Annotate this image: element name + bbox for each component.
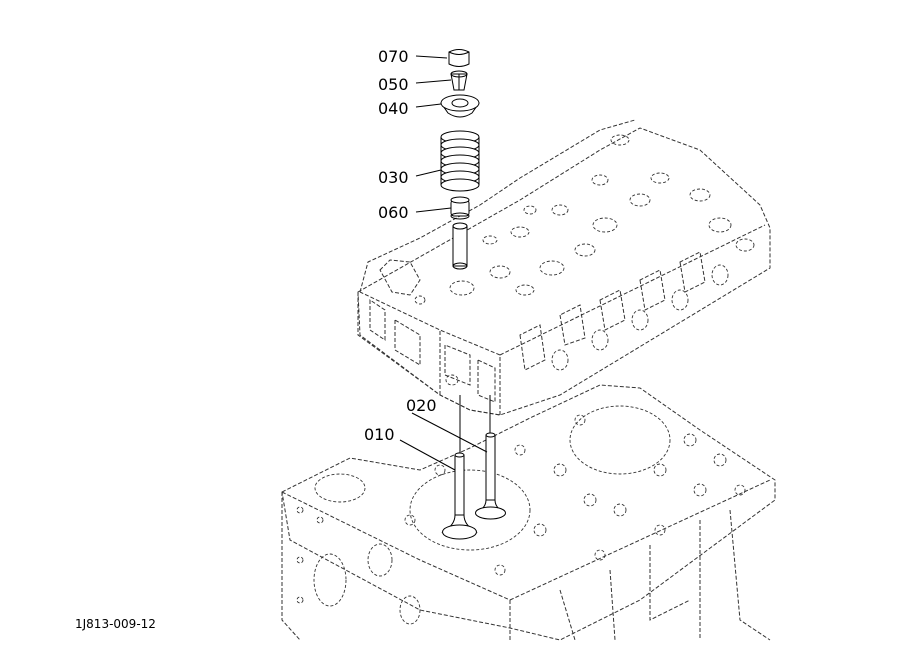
stem-seal-part — [450, 196, 470, 220]
exhaust-valve-part — [441, 452, 478, 540]
callout-010: 010 — [364, 425, 395, 444]
callout-040: 040 — [378, 99, 409, 118]
callout-050: 050 — [378, 75, 409, 94]
cylinder-block — [281, 384, 776, 641]
intake-valve-part — [475, 432, 506, 520]
leader-lines — [399, 55, 488, 471]
callout-020: 020 — [406, 396, 437, 415]
valve-cap-part — [448, 49, 470, 67]
figure-code: 1J813-009-12 — [75, 617, 156, 631]
callout-030: 030 — [378, 168, 409, 187]
callout-060: 060 — [378, 203, 409, 222]
cylinder-head — [357, 119, 771, 416]
spring-retainer-part — [440, 94, 480, 118]
valve-spring-part — [440, 130, 480, 192]
valve-guide-part — [452, 222, 468, 270]
callout-070: 070 — [378, 47, 409, 66]
valve-collet-part — [450, 70, 468, 91]
